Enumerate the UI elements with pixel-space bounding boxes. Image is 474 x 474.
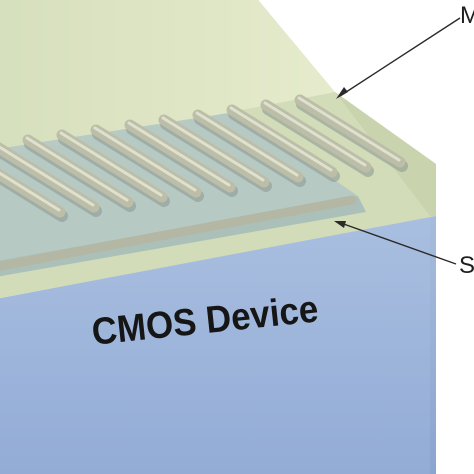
cmos-front-face — [0, 216, 436, 474]
callout-arrowhead-mid — [334, 221, 346, 228]
callout-line-mid — [337, 221, 457, 265]
callout-label-middle: S — [459, 252, 474, 279]
grating-wire-highlight — [0, 145, 95, 207]
top-layer-top-face — [0, 0, 335, 157]
callout-arrowhead-top — [336, 87, 348, 99]
grating-wire-highlight — [0, 171, 61, 212]
grating-wire-highlight — [297, 96, 401, 162]
grating-wire-highlight — [161, 116, 265, 182]
grating-wire-highlight — [263, 101, 367, 167]
grating-wires — [0, 94, 408, 271]
callout-line-top — [339, 17, 461, 97]
grating-wire-highlight — [25, 136, 129, 202]
callout-label-top: M — [460, 2, 474, 29]
grating-wire-highlight — [93, 126, 197, 192]
grating-wire-highlight — [127, 121, 231, 187]
grating-wire-highlight — [229, 106, 333, 172]
grating-wire-highlight — [195, 111, 299, 177]
grating-front-rail — [0, 195, 357, 271]
grating-wire-highlight — [59, 131, 163, 197]
cmos-side-face — [430, 216, 436, 474]
